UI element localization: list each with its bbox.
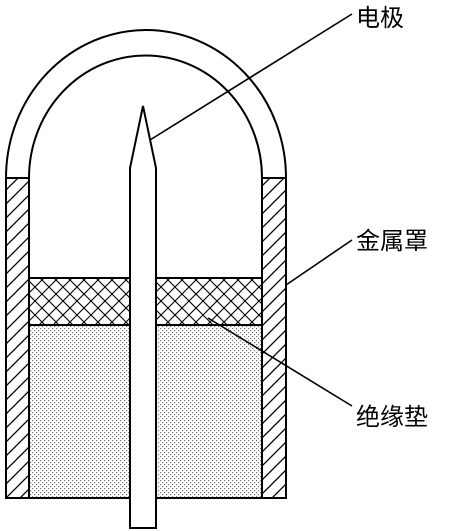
insulating-pad-label: 绝缘垫 <box>356 403 428 431</box>
insulating-pad-leader-line <box>207 317 353 407</box>
metal-cover-dome <box>4 29 288 179</box>
metal-cover-left-wall <box>5 177 30 499</box>
metal-cover-right-wall <box>261 177 287 499</box>
electrode-label: 电极 <box>356 4 404 32</box>
metal-cover-label: 金属罩 <box>356 227 428 255</box>
electrode-rod <box>129 105 157 529</box>
metal-cover-leader-line <box>285 239 353 286</box>
electrode-leader-line <box>149 13 353 141</box>
